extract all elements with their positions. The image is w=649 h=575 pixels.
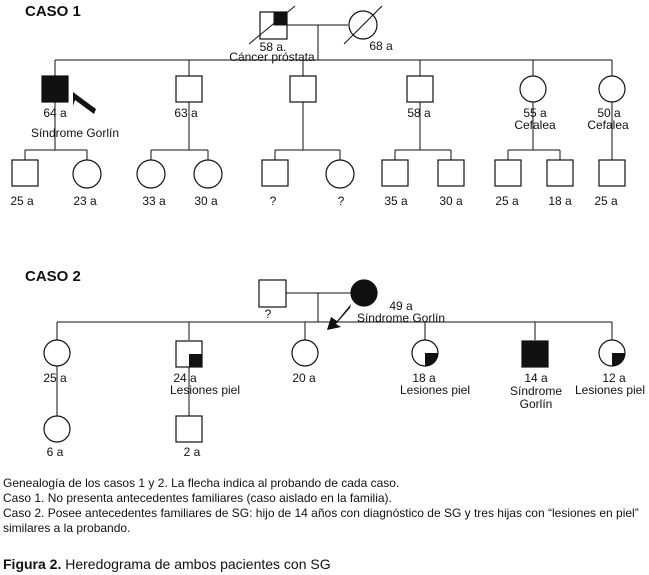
case1-father: [248, 5, 296, 45]
case1-gc-3: [136, 159, 166, 189]
case2-child6-note: Lesiones piel: [575, 383, 645, 397]
case1-male-58: [406, 75, 434, 103]
case1-gc-1: [11, 159, 39, 187]
case2-grandchild1-age: 6 a: [47, 445, 64, 459]
case2-child-18: [411, 339, 439, 367]
case1-gc-4: [193, 159, 223, 189]
figure-caption: Genealogía de los casos 1 y 2. La flecha…: [3, 476, 646, 536]
case1-child5-note: Cefalea: [514, 118, 556, 132]
case1-proband-square: [41, 75, 69, 103]
case1-father-note: Cáncer próstata: [229, 50, 315, 64]
case2-child5-note: Síndrome: [510, 384, 562, 398]
case2-child-25: [43, 339, 71, 367]
case1-gc-11-age: 25 a: [594, 194, 618, 208]
case1-child5-age: 55 a: [523, 106, 547, 120]
case1-gc-7: [381, 159, 409, 187]
case1-child6-age: 50 a: [597, 106, 621, 120]
case1-gc-8: [437, 159, 465, 187]
case2-grandchild2-age: 2 a: [184, 445, 201, 459]
case1-gc-1-age: 25 a: [10, 194, 34, 208]
case1-father-age: 58 a.: [260, 40, 287, 54]
case1-gc-7-age: 35 a: [384, 194, 408, 208]
case1-mother-age: 68 a: [369, 39, 393, 53]
case2-mother-note: Síndrome Gorlín: [357, 311, 445, 325]
case1-gc-6: [325, 159, 355, 189]
case1-male-unknown: [289, 75, 317, 103]
caption-line-2: Caso 1. No presenta antecedentes familia…: [3, 491, 392, 505]
case2-proband-mother: [350, 279, 378, 307]
figure-title: Figura 2. Heredograma de ambos pacientes…: [3, 556, 331, 572]
case2-child-12: [598, 339, 626, 367]
case1-male-63: [175, 75, 203, 103]
case2-father: [258, 279, 287, 308]
case2-father-age: ?: [265, 307, 272, 321]
case1-gc-4-age: 30 a: [194, 194, 218, 208]
case1-gc-3-age: 33 a: [142, 194, 166, 208]
case2-child3-age: 20 a: [292, 371, 316, 385]
case2-child1-age: 25 a: [43, 371, 67, 385]
case2-grandchild-2: [175, 415, 203, 443]
case2-child-14: [521, 340, 549, 368]
case2-grandchild-6: [43, 415, 71, 443]
case1-child6-note: Cefalea: [587, 118, 629, 132]
case1-gc-9: [494, 159, 522, 187]
case1-gc-11: [598, 159, 626, 187]
case2-child2-note: Lesiones piel: [170, 383, 240, 397]
case2-child5-age: 14 a: [524, 371, 548, 385]
case1-child1-note: Síndrome Gorlín: [31, 126, 119, 140]
case1-gc-5: [261, 159, 289, 187]
case1-child2-age: 63 a: [174, 106, 198, 120]
case2-title: CASO 2: [25, 268, 81, 285]
case2-proband-arrow: [327, 304, 351, 330]
case1-gc-2-age: 23 a: [73, 194, 97, 208]
case1-female-55: [519, 75, 547, 103]
figure-text: Heredograma de ambos pacientes con SG: [65, 556, 331, 572]
case1-gc-8-age: 30 a: [439, 194, 463, 208]
case2-child-24: [175, 340, 203, 368]
case1-child4-age: 58 a: [407, 106, 431, 120]
case1-gc-10-age: 18 a: [548, 194, 572, 208]
caption-line-1: Genealogía de los casos 1 y 2. La flecha…: [3, 476, 400, 490]
case1-gc-5-age: ?: [270, 194, 277, 208]
case1-gc-10: [546, 159, 574, 187]
case2-child-20: [291, 339, 319, 367]
caption-line-3: Caso 2. Posee antecedentes familiares de…: [3, 506, 639, 535]
case1-proband-arrow: [73, 92, 96, 114]
case2-mother-age: 49 a: [389, 299, 413, 313]
case2-child2-age: 24 a: [173, 371, 197, 385]
case2-child5-note2: Gorlín: [520, 397, 553, 411]
case1-gc-6-age: ?: [338, 194, 345, 208]
case1-gc-2: [72, 159, 102, 189]
figure-label: Figura 2.: [3, 556, 62, 572]
case1-mother: [343, 5, 383, 45]
case2-child4-age: 18 a: [412, 371, 436, 385]
case1-gc-9-age: 25 a: [495, 194, 519, 208]
case2-child6-age: 12 a: [602, 371, 626, 385]
case1-title: CASO 1: [25, 3, 81, 20]
case2-child4-note: Lesiones piel: [400, 383, 470, 397]
case1-female-50: [598, 75, 626, 103]
pedigree-diagram: CASO 1 58 a. Cáncer próstata 68 a 64 a S…: [10, 3, 645, 459]
